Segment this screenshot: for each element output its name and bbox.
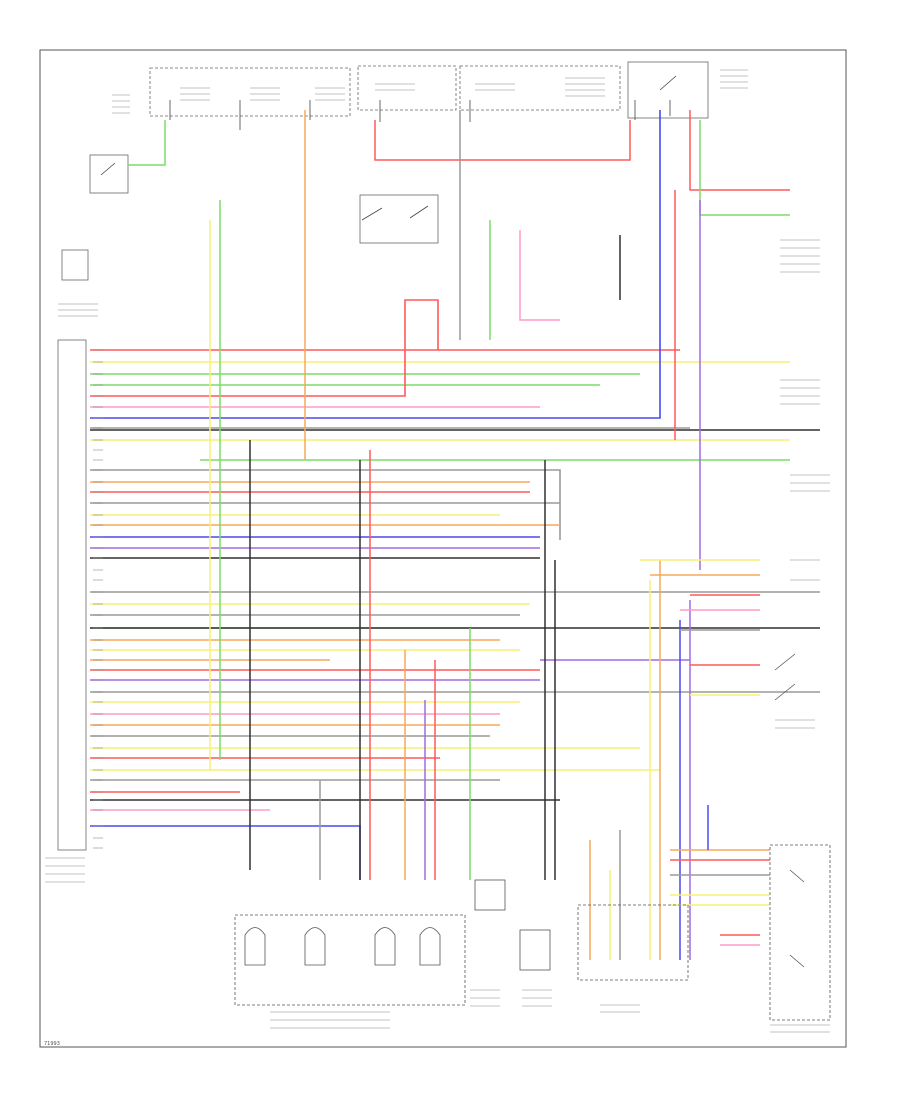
vertical-wires	[128, 110, 790, 960]
label-strokes	[45, 69, 830, 1033]
harness-wires	[90, 110, 820, 880]
fuse-symbols	[100, 75, 677, 221]
fuse-relay-box-group	[57, 61, 709, 851]
bottom-components	[234, 653, 831, 1021]
footer-code: 71993	[44, 1041, 60, 1047]
diagram-frame	[39, 49, 847, 1048]
right-connector-wires	[640, 559, 770, 946]
ecu-pin-labels	[93, 349, 103, 849]
